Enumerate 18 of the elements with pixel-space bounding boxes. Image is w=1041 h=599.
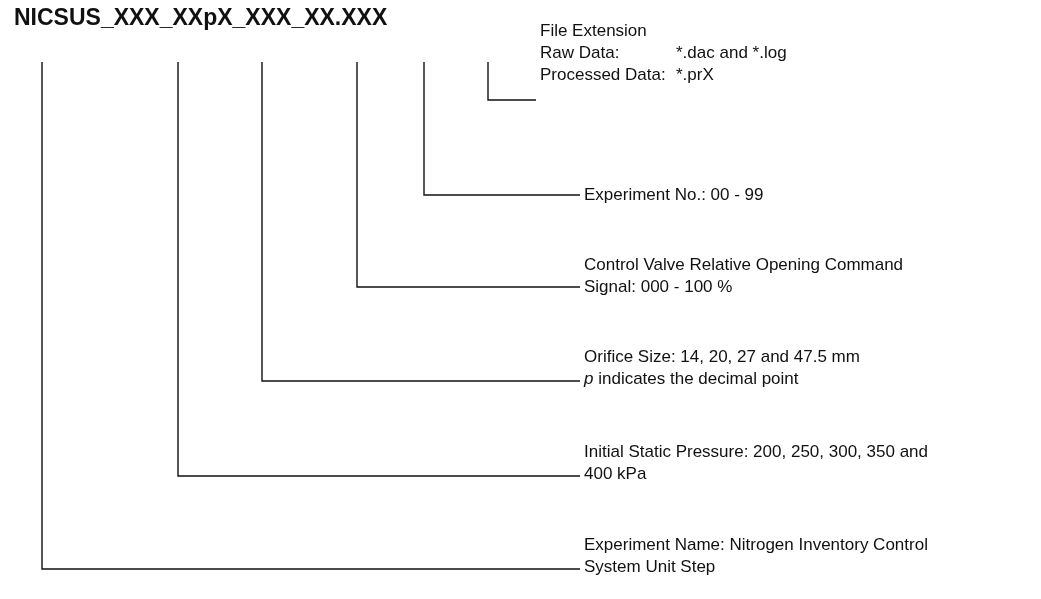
leader-line bbox=[487, 61, 537, 101]
leader-line bbox=[356, 61, 581, 288]
description-text: Initial Static Pressure: 200, 250, 300, 350 and 400 kPa bbox=[584, 441, 929, 485]
description-text: Control Valve Relative Opening Command Signal: 000 - 100 % bbox=[584, 254, 905, 298]
leader-line bbox=[41, 61, 581, 570]
field-value: *.prX bbox=[676, 64, 715, 86]
description-heading: File Extension bbox=[540, 20, 648, 42]
leader-line bbox=[261, 61, 581, 382]
field-label: Raw Data: bbox=[540, 42, 621, 64]
leader-line bbox=[177, 61, 581, 477]
leader-line bbox=[423, 61, 581, 196]
filename-pattern-heading: NICSUS_XXX_XXpX_XXX_XX.XXX bbox=[14, 4, 388, 31]
description-text: Experiment Name: Nitrogen Inventory Control System Unit Step bbox=[584, 534, 929, 578]
description-text: Orifice Size: 14, 20, 27 and 47.5 mm bbox=[584, 346, 860, 368]
field-value: *.dac and *.log bbox=[676, 42, 787, 64]
field-label: Processed Data: bbox=[540, 64, 667, 86]
description-text: Experiment No.: 00 - 99 bbox=[584, 184, 764, 206]
description-text: p indicates the decimal point bbox=[584, 368, 800, 390]
